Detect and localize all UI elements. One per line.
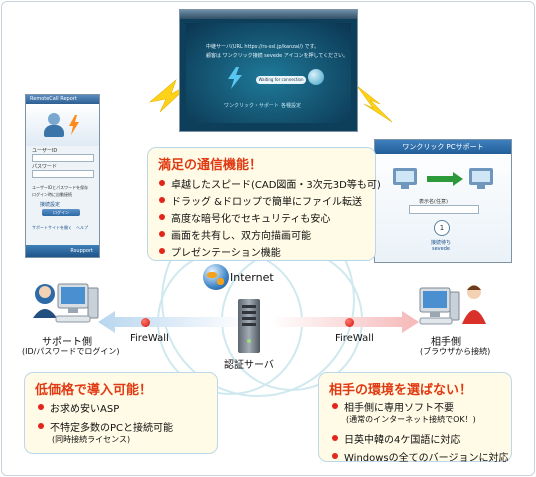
display-name-input[interactable] [409, 205, 479, 214]
connection-settings-link[interactable]: 接続設定 [40, 201, 60, 208]
box-top-title: 満足の通信機能！ [158, 154, 262, 173]
feature-item: プレゼンテーション機能 [158, 244, 381, 261]
feature-item: 画面を共有し、双方向描画可能 [158, 227, 381, 244]
auto-connect-checkbox[interactable]: ログイン時に自動接続 [32, 192, 72, 198]
password-input[interactable] [32, 170, 94, 178]
feature-item: 不特定多数のPCと接続可能 (同時接続ライセンス) [37, 419, 173, 445]
lightning-icon [68, 115, 80, 135]
login-button[interactable]: ログイン [42, 209, 80, 216]
client-side-sub-label: (ブラウザから接続) [420, 346, 490, 357]
step-number-badge: 1 [434, 220, 450, 236]
feature-item-text: 相手側に専用ソフト不要 [344, 403, 454, 414]
top-window-content: 中継サーバ(URL https://rs-ssl.jp/kanzai/) です。… [186, 23, 351, 123]
lightning-logo-icon [226, 67, 244, 89]
auth-server-label: 認証サーバ [224, 356, 274, 371]
pc-to-pc-icon [391, 166, 497, 192]
globe-icon [308, 69, 324, 85]
password-label: パスワード [32, 163, 57, 170]
box-right-title: 相手の環境を選ばない！ [329, 379, 472, 398]
feature-item: 日英中韓の4ケ国語に対応 [331, 431, 508, 449]
feature-item: 高度な暗号化でセキュリティも安心 [158, 210, 381, 227]
settings-link[interactable]: 各種設定 [281, 102, 301, 109]
top-screen-line1: 中継サーバ(URL https://rs-ssl.jp/kanzai/) です。 [206, 43, 319, 50]
user-body-icon [44, 125, 64, 137]
left-window-header [26, 104, 99, 146]
feature-item-sub: (通常のインターネット接続でOK！) [344, 414, 508, 425]
feature-item: 卓越したスピード(CAD図面・3次元3D等も可) [158, 176, 381, 193]
status-text-2: sevede [432, 246, 450, 252]
feature-item: ドラッグ &ドロップで簡単にファイル転送 [158, 193, 381, 210]
lightning-right [357, 86, 392, 122]
client-user-pc-icon [418, 278, 490, 332]
feature-item-text: 不特定多数のPCと接続可能 [50, 423, 173, 434]
wait-connection-button[interactable]: Waiting for connection [256, 76, 306, 84]
top-window-titlebar [180, 10, 357, 19]
communication-features-box: 満足の通信機能！ 卓越したスピード(CAD図面・3次元3D等も可) ドラッグ &… [147, 147, 376, 261]
firewall-right-dot [345, 318, 354, 327]
feature-item-sub: (同時接続ライセンス) [50, 434, 173, 445]
firewall-left-dot [141, 318, 150, 327]
user-head-icon [48, 113, 60, 125]
box-left-title: 低価格で導入可能！ [35, 379, 152, 398]
rsupport-brand-bar: Rsupport [26, 245, 99, 257]
any-environment-list: 相手側に専用ソフト不要 (通常のインターネット接続でOK！) 日英中韓の4ケ国語… [331, 399, 508, 464]
top-screen-line2: 顧客は ワンクリック接続 sevede アイコンを押してください。 [206, 52, 348, 59]
user-id-label: ユーザーID [32, 147, 57, 154]
firewall-right-label: FireWall [335, 333, 374, 344]
status-text: 接続待ち [431, 239, 451, 246]
left-window-titlebar: RemoteCall Report [26, 95, 99, 104]
footer-links[interactable]: サポートサイトを開く ヘルプ [32, 225, 88, 231]
server-icon [235, 297, 263, 355]
support-side-sub-label: (ID/パスワードでログイン) [22, 346, 119, 357]
feature-item: 相手側に専用ソフト不要 (通常のインターネット接続でOK！) [331, 399, 508, 425]
user-id-input[interactable] [32, 154, 94, 162]
communication-features-list: 卓越したスピード(CAD図面・3次元3D等も可) ドラッグ &ドロップで簡単にフ… [158, 176, 381, 261]
low-price-box: 低価格で導入可能！ お求め安いASP 不特定多数のPCと接続可能 (同時接続ライ… [24, 372, 218, 454]
internet-label: Internet [230, 271, 274, 284]
support-operator-pc-icon [30, 278, 100, 330]
any-environment-box: 相手の環境を選ばない！ 相手側に専用ソフト不要 (通常のインターネット接続でOK… [318, 372, 512, 462]
save-credentials-checkbox[interactable]: ユーザーIDとパスワードを保存 [32, 185, 88, 191]
feature-item: お求め安いASP [37, 400, 173, 419]
arrow-to-support [98, 311, 248, 333]
internet-globe-icon [203, 264, 229, 290]
left-screenshot: RemoteCall Report ユーザーID パスワード ユーザーIDとパス… [25, 94, 100, 258]
low-price-list: お求め安いASP 不特定多数のPCと接続可能 (同時接続ライセンス) [37, 400, 173, 445]
feature-item: Windowsの全てのバージョンに対応 [331, 449, 508, 464]
display-name-label: 表示名(任意) [419, 198, 448, 205]
top-screenshot: 中継サーバ(URL https://rs-ssl.jp/kanzai/) です。… [179, 9, 358, 132]
right-screenshot: ワンクリック PCサポート 表示名(任意) 1 接続待ち sevede [374, 139, 512, 263]
one-click-support-link[interactable]: ワンクリック・サポート [224, 102, 279, 109]
firewall-left-label: FireWall [130, 333, 169, 344]
right-window-titlebar: ワンクリック PCサポート [375, 140, 511, 154]
